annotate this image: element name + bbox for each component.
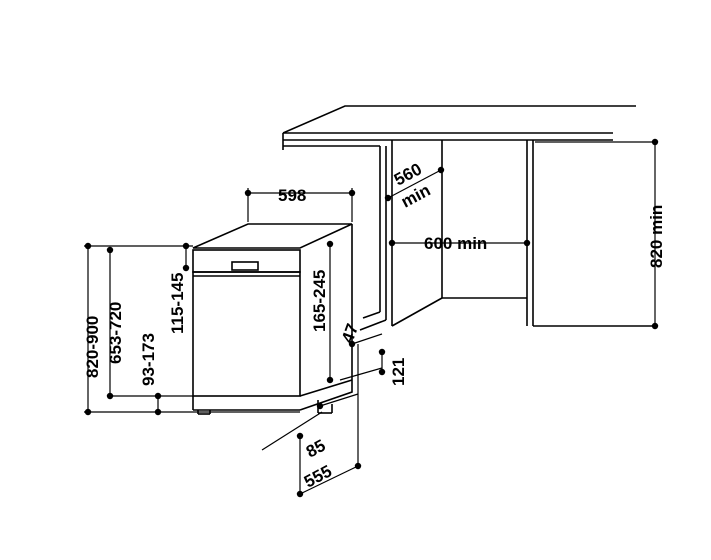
label-653-720: 653-720 xyxy=(106,302,125,364)
label-115-145: 115-145 xyxy=(168,273,187,334)
niche-cabinet xyxy=(282,140,655,331)
dishwasher xyxy=(192,223,353,415)
countertop xyxy=(282,105,636,141)
label-85: 85 xyxy=(303,436,329,462)
label-820-min: 820 min xyxy=(647,205,666,268)
control-panel xyxy=(192,249,301,273)
label-165-245: 165-245 xyxy=(310,270,329,332)
door-panel xyxy=(192,271,301,397)
label-598: 598 xyxy=(278,186,306,205)
label-93-173: 93-173 xyxy=(139,333,158,386)
label-820-900: 820-900 xyxy=(83,316,102,378)
label-555: 555 xyxy=(301,461,335,491)
dimension-dots xyxy=(84,138,659,498)
display-window xyxy=(231,261,259,271)
label-600-min: 600 min xyxy=(424,234,487,253)
dimension-lines xyxy=(84,141,658,495)
label-121: 121 xyxy=(389,358,408,386)
